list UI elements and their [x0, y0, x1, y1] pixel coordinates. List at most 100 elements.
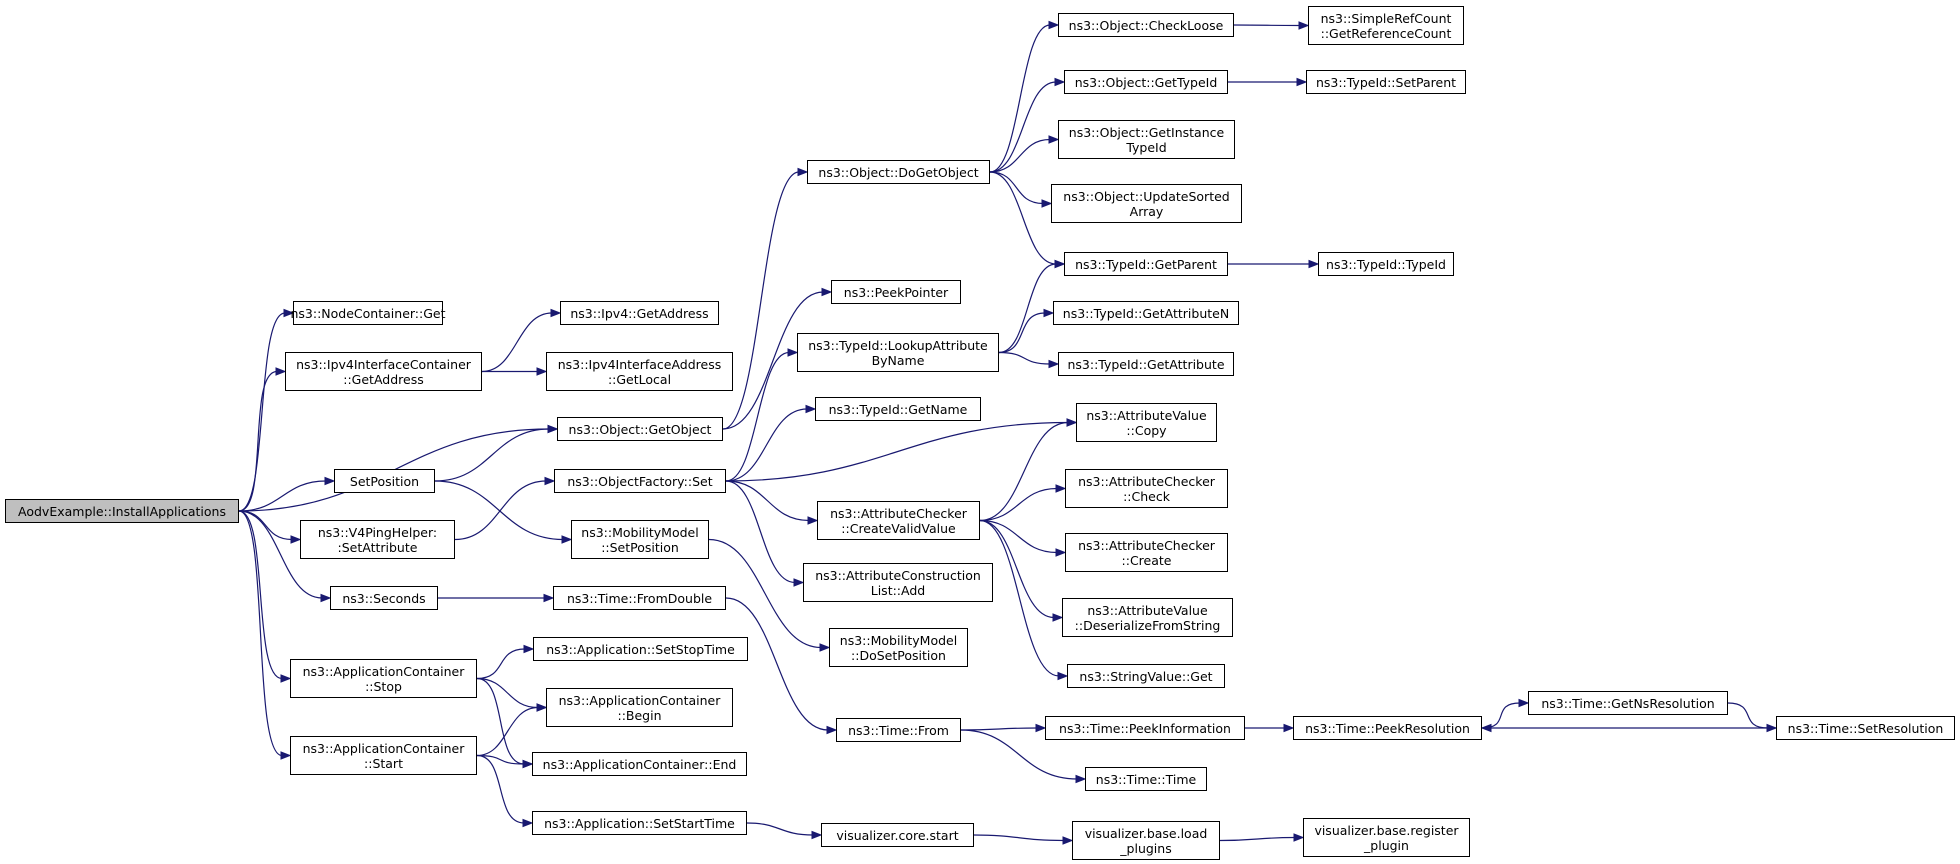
arrowhead-time_peekresolution	[1283, 723, 1295, 733]
edge-object_dogetobject-to-typeid_getparent	[989, 171, 1057, 265]
edge-install_applications-to-appcontainer_stop	[238, 510, 283, 680]
node-nodecontainer-get[interactable]: ns3::NodeContainer::Get	[291, 301, 446, 325]
node-stringvalue-get[interactable]: ns3::StringValue::Get	[1067, 664, 1225, 688]
node-app-setstarttime[interactable]: ns3::Application::SetStartTime	[532, 811, 747, 835]
node-attrchecker-create[interactable]: ns3::AttributeChecker ::Create	[1065, 533, 1228, 572]
edge-attrchecker_createvalidvalue-to-attrvalue_copy	[979, 421, 1069, 522]
node-visualizer-base-registerplugin[interactable]: visualizer.base.register _plugin	[1303, 818, 1470, 857]
node-appcontainer-end[interactable]: ns3::ApplicationContainer::End	[532, 752, 747, 776]
edge-attrchecker_createvalidvalue-to-attrchecker_check	[979, 487, 1058, 522]
edge-app_setstarttime-to-visualizer_core_start	[746, 822, 814, 836]
edge-time_fromdouble-to-time_from	[725, 597, 829, 731]
arrowhead-visualizer_base_loadplugins	[1062, 836, 1074, 845]
node-object-gettypeid[interactable]: ns3::Object::GetTypeId	[1064, 70, 1228, 94]
node-attrvalue-copy[interactable]: ns3::AttributeValue ::Copy	[1076, 403, 1217, 442]
edge-install_applications-to-seconds	[238, 510, 323, 599]
node-ipv4ifaddress-getlocal[interactable]: ns3::Ipv4InterfaceAddress ::GetLocal	[546, 352, 733, 391]
node-ipv4ifcontainer-getaddress[interactable]: ns3::Ipv4InterfaceContainer ::GetAddress	[285, 352, 482, 391]
node-typeid-getname[interactable]: ns3::TypeId::GetName	[815, 397, 981, 421]
node-attrconstructionlist-add[interactable]: ns3::AttributeConstruction List::Add	[803, 563, 993, 602]
node-time-from[interactable]: ns3::Time::From	[836, 718, 961, 742]
node-attrchecker-createvalidvalue[interactable]: ns3::AttributeChecker ::CreateValidValue	[817, 501, 980, 540]
arrowhead-app_setstarttime	[522, 818, 534, 828]
edge-time_getnsresolution-to-time_setresolution	[1727, 702, 1769, 729]
node-appcontainer-begin[interactable]: ns3::ApplicationContainer ::Begin	[546, 688, 733, 727]
arrowhead-typeid_getattribute	[1048, 359, 1060, 369]
node-object-updatesortedarray[interactable]: ns3::Object::UpdateSorted Array	[1051, 184, 1242, 223]
arrowhead-attrchecker_create	[1055, 548, 1067, 557]
edge-install_applications-to-appcontainer_start	[238, 510, 283, 757]
arrowhead-app_setstoptime	[523, 644, 535, 654]
edge-visualizer_base_loadplugins-to-visualizer_base_registerplugin	[1219, 836, 1296, 842]
arrowhead-attrvalue_deserializefromstring	[1052, 613, 1064, 622]
node-object-dogetobject[interactable]: ns3::Object::DoGetObject	[807, 160, 990, 184]
node-time-peekinformation[interactable]: ns3::Time::PeekInformation	[1045, 716, 1245, 740]
arrowhead-nodecontainer_get	[283, 308, 295, 318]
edge-typeid_lookupattributebyname-to-typeid_getattributen	[998, 312, 1046, 354]
edge-object_dogetobject-to-object_gettypeid	[989, 81, 1057, 173]
arrowhead-ipv4ifcontainer_getaddress	[275, 367, 287, 376]
node-v4pinghelper-setattribute[interactable]: ns3::V4PingHelper: :SetAttribute	[300, 520, 455, 559]
node-setposition[interactable]: SetPosition	[334, 469, 435, 493]
node-time-peekresolution[interactable]: ns3::Time::PeekResolution	[1293, 716, 1482, 740]
arrowhead-ipv4ifaddress_getlocal	[536, 367, 548, 376]
edge-time_peekresolution-to-time_getnsresolution	[1481, 702, 1521, 729]
node-simplerefcount-getreferencecount[interactable]: ns3::SimpleRefCount ::GetReferenceCount	[1308, 6, 1464, 45]
arrowhead-visualizer_base_registerplugin	[1293, 833, 1305, 842]
node-ipv4-getaddress[interactable]: ns3::Ipv4::GetAddress	[560, 301, 719, 325]
edge-visualizer_core_start-to-visualizer_base_loadplugins	[973, 834, 1065, 842]
edge-time_from-to-time_time	[960, 729, 1078, 780]
node-typeid-lookupattributebyname[interactable]: ns3::TypeId::LookupAttribute ByName	[797, 333, 999, 372]
node-peekpointer[interactable]: ns3::PeekPointer	[831, 280, 961, 304]
arrowhead-typeid_setparent	[1296, 77, 1308, 87]
edge-appcontainer_start-to-app_setstarttime	[476, 754, 525, 824]
node-object-checkloose[interactable]: ns3::Object::CheckLoose	[1058, 13, 1234, 37]
arrowhead-attrchecker_createvalidvalue	[807, 516, 819, 525]
node-appcontainer-start[interactable]: ns3::ApplicationContainer ::Start	[290, 736, 477, 775]
node-typeid-getparent[interactable]: ns3::TypeId::GetParent	[1064, 252, 1228, 276]
node-mobilitymodel-setposition[interactable]: ns3::MobilityModel ::SetPosition	[571, 520, 709, 559]
node-appcontainer-stop[interactable]: ns3::ApplicationContainer ::Stop	[290, 659, 477, 698]
node-object-getobject[interactable]: ns3::Object::GetObject	[557, 417, 723, 441]
arrowhead-object_getinstancetypeid	[1048, 135, 1060, 144]
edge-appcontainer_stop-to-appcontainer_end	[476, 677, 525, 765]
node-time-getnsresolution[interactable]: ns3::Time::GetNsResolution	[1528, 691, 1728, 715]
node-typeid-getattributen[interactable]: ns3::TypeId::GetAttributeN	[1053, 301, 1239, 325]
edge-setposition-to-object_getobject	[434, 428, 550, 482]
edge-v4pinghelper_setattribute-to-objectfactory_set	[454, 480, 547, 541]
arrowhead-attrvalue_copy	[1066, 418, 1078, 427]
arrowhead-time_time	[1075, 774, 1087, 784]
arrowhead-object_updatesortedarray	[1041, 199, 1053, 208]
edge-object_dogetobject-to-object_updatesortedarray	[989, 171, 1044, 205]
edge-typeid_lookupattributebyname-to-typeid_getattribute	[998, 351, 1051, 365]
node-time-time[interactable]: ns3::Time::Time	[1085, 767, 1207, 791]
node-mobilitymodel-dosetposition[interactable]: ns3::MobilityModel ::DoSetPosition	[829, 628, 968, 667]
node-time-setresolution[interactable]: ns3::Time::SetResolution	[1776, 716, 1955, 740]
arrowhead-appcontainer_end	[522, 759, 534, 769]
node-app-setstoptime[interactable]: ns3::Application::SetStopTime	[533, 637, 748, 661]
node-visualizer-core-start[interactable]: visualizer.core.start	[821, 823, 974, 847]
arrowhead-object_checkloose	[1048, 20, 1060, 30]
edge-appcontainer_stop-to-appcontainer_begin	[476, 677, 539, 709]
node-visualizer-base-loadplugins[interactable]: visualizer.base.load _plugins	[1072, 821, 1220, 860]
arrowhead-mobilitymodel_dosetposition	[819, 643, 831, 652]
edge-attrchecker_createvalidvalue-to-attrvalue_deserializefromstring	[979, 519, 1055, 619]
node-object-getinstancetypeid[interactable]: ns3::Object::GetInstance TypeId	[1058, 120, 1235, 159]
edge-appcontainer_stop-to-app_setstoptime	[476, 648, 526, 680]
arrowhead-objectfactory_set	[544, 476, 556, 486]
arrowhead-simplerefcount_getreferencecount	[1298, 21, 1310, 30]
node-typeid-typeid[interactable]: ns3::TypeId::TypeId	[1318, 252, 1454, 276]
node-attrvalue-deserializefromstring[interactable]: ns3::AttributeValue ::DeserializeFromStr…	[1062, 598, 1233, 637]
edge-attrchecker_createvalidvalue-to-stringvalue_get	[979, 519, 1060, 677]
node-time-fromdouble[interactable]: ns3::Time::FromDouble	[553, 586, 726, 610]
arrowhead-peekpointer	[821, 287, 833, 297]
node-seconds[interactable]: ns3::Seconds	[330, 586, 438, 610]
arrowhead-typeid_getname	[805, 404, 817, 414]
node-typeid-getattribute[interactable]: ns3::TypeId::GetAttribute	[1058, 352, 1234, 376]
node-objectfactory-set[interactable]: ns3::ObjectFactory::Set	[554, 469, 726, 493]
node-typeid-setparent[interactable]: ns3::TypeId::SetParent	[1306, 70, 1466, 94]
edge-object_dogetobject-to-object_checkloose	[989, 24, 1051, 173]
node-attrchecker-check[interactable]: ns3::AttributeChecker ::Check	[1065, 469, 1228, 508]
arrowhead-appcontainer_begin	[536, 703, 548, 712]
